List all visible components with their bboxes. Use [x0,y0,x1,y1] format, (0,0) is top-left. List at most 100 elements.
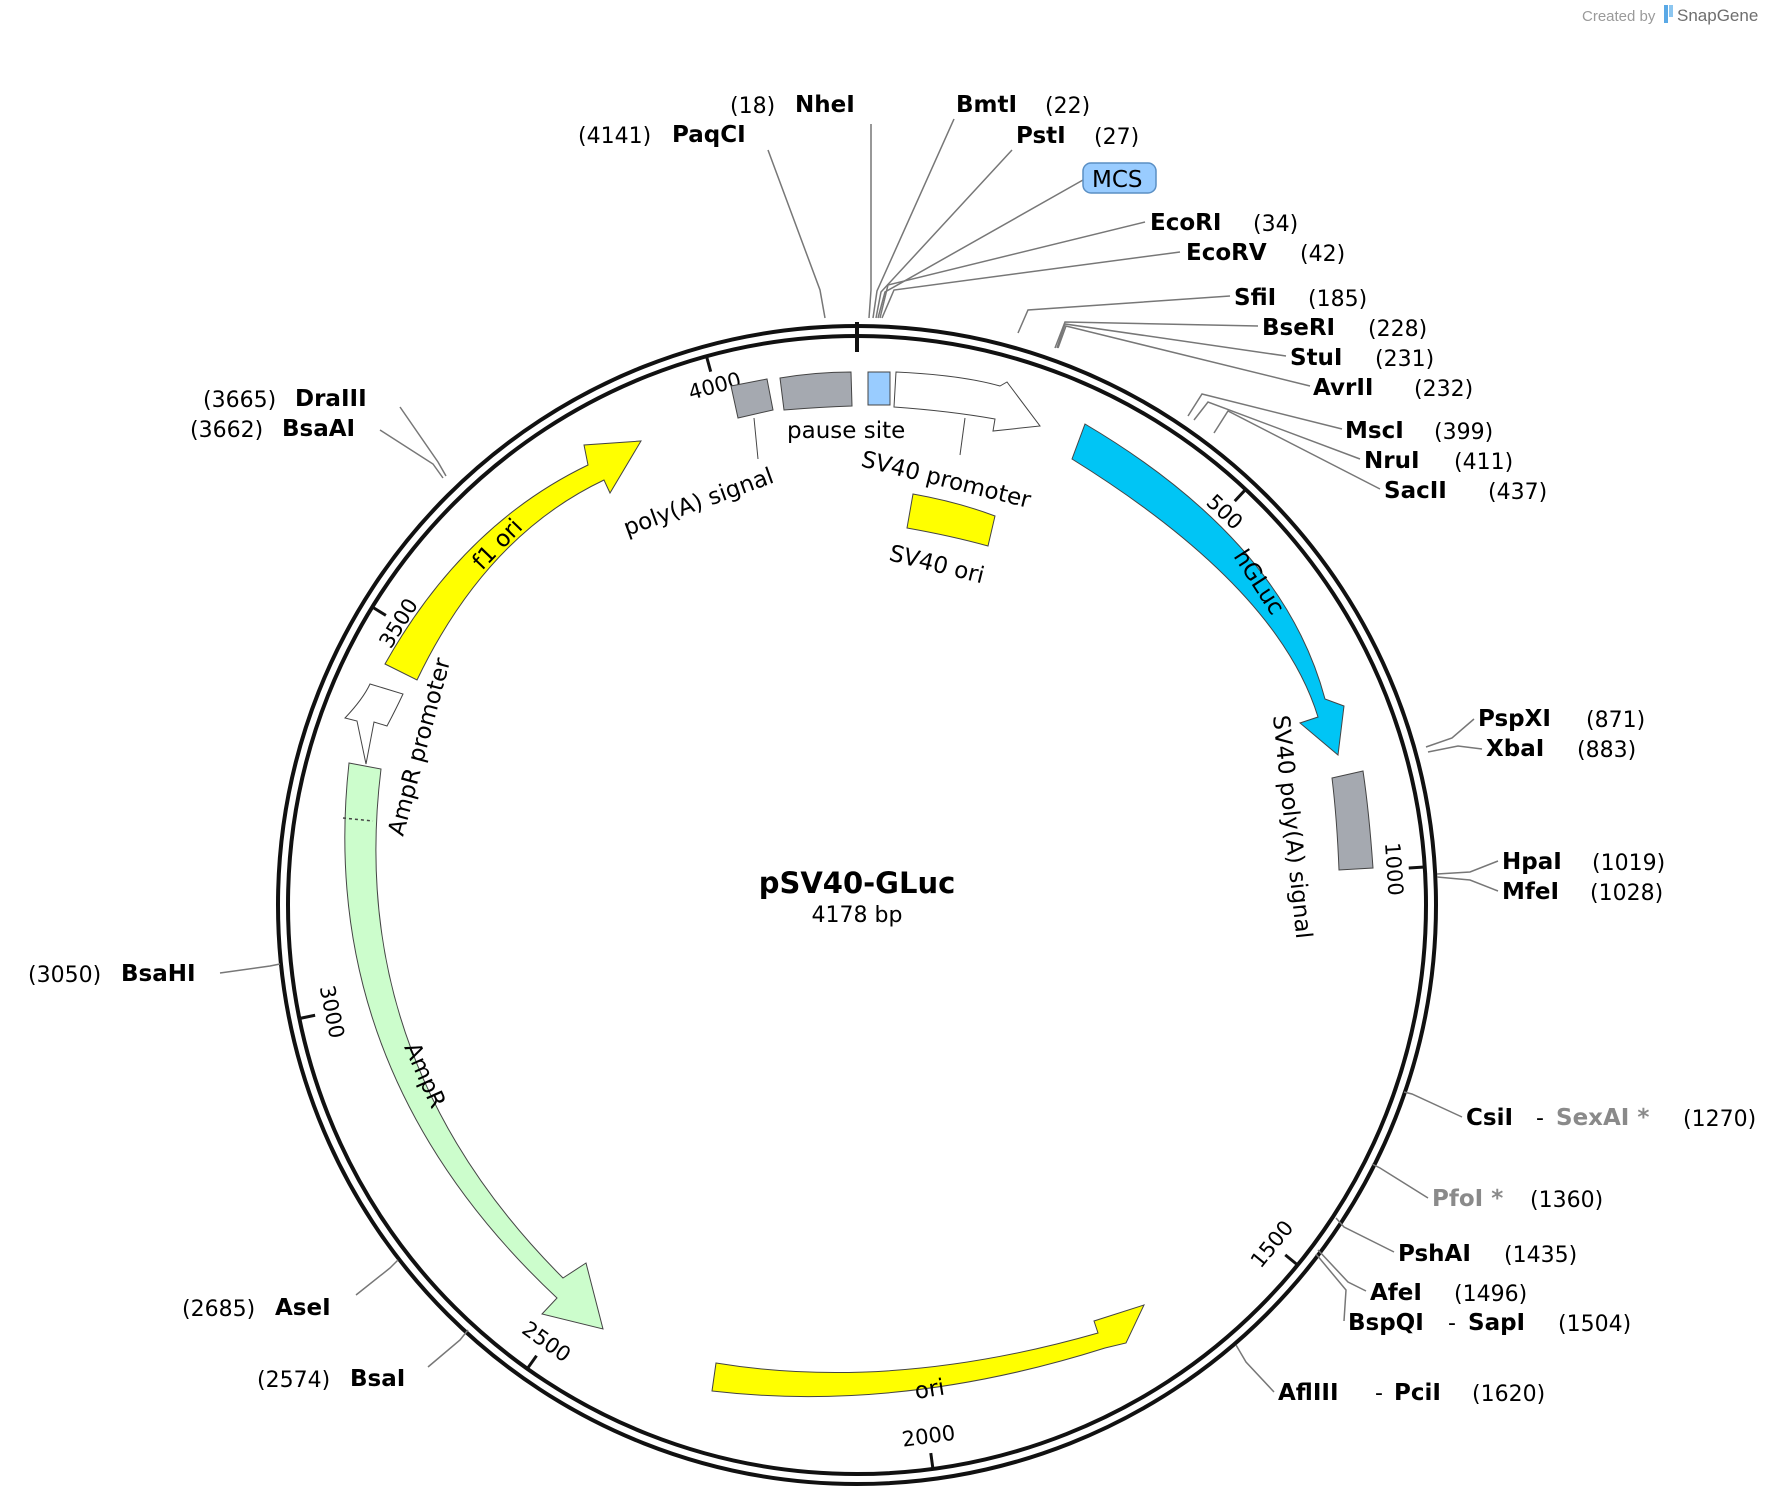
site-AfeI[interactable]: AfeI [1370,1280,1422,1306]
tick-mark-1500 [1284,1253,1299,1267]
site-SfiI[interactable]: SfiI [1234,285,1276,311]
feature-label-polya-signal: poly(A) signal [620,463,777,541]
leader-line-NruI [1193,401,1361,460]
leader-line-PaqCI [767,149,826,319]
site-DraIII[interactable]: DraIII [295,386,367,412]
site-pos-BsaHI: (3050) [28,963,101,988]
site-pos-NruI: (411) [1454,450,1513,475]
tick-mark-2000 [929,1452,935,1470]
feature-AmpR[interactable] [344,762,604,1330]
leader-line-BsaHI [219,963,281,974]
feature-label-sv40-ori: SV40 ori [887,541,987,590]
site-PstI[interactable]: PstI [1016,123,1066,149]
feature-ori[interactable] [711,1304,1145,1398]
leader-line-AflIII [1235,1344,1275,1393]
site-pos-AvrII: (232) [1414,377,1473,402]
site-PspXI[interactable]: PspXI [1478,706,1551,732]
feature-sv40-promoter[interactable] [893,371,1041,432]
site-PciI[interactable]: PciI [1394,1380,1441,1406]
mcs-badge[interactable]: MCS [1082,162,1157,194]
site-dash-CsiI: - [1536,1106,1544,1131]
feature-label-ampr-promoter: AmpR promoter [384,655,457,839]
leader-line-SacII [1213,410,1381,490]
site-BseRI[interactable]: BseRI [1262,315,1335,341]
plasmid-title-block: pSV40-GLuc 4178 bp [759,866,956,928]
created-by-text: Created by [1582,8,1656,25]
site-pos-PshAI: (1435) [1504,1243,1577,1268]
plasmid-name: pSV40-GLuc [759,866,956,900]
site-CsiI[interactable]: CsiI [1466,1105,1513,1131]
site-StuI[interactable]: StuI [1290,345,1343,371]
site-NheI[interactable]: NheI [795,92,855,118]
site-pos-SacII: (437) [1488,480,1547,505]
site-pos-BsaAI: (3662) [190,418,263,443]
site-PfoI[interactable]: PfoI * [1432,1186,1503,1212]
site-XbaI[interactable]: XbaI [1486,736,1544,762]
site-BsaI[interactable]: BsaI [350,1366,405,1392]
site-BsaAI[interactable]: BsaAI [282,416,355,442]
site-SexAI[interactable]: SexAI * [1556,1105,1649,1131]
site-pos-PspXI: (871) [1586,708,1645,733]
tick-mark-4000 [705,355,713,373]
site-MscI[interactable]: MscI [1345,418,1404,444]
site-PshAI[interactable]: PshAI [1398,1241,1471,1267]
site-pos-SfiI: (185) [1308,287,1367,312]
site-BmtI[interactable]: BmtI [956,92,1017,118]
site-pos-MfeI: (1028) [1590,881,1663,906]
leader-line-NheI [868,124,872,319]
feature-ampr-promoter[interactable] [344,683,404,765]
site-pos-XbaI: (883) [1577,738,1636,763]
tick-mark-3000 [299,1013,316,1020]
site-NruI[interactable]: NruI [1364,448,1420,474]
site-pos-PaqCI: (4141) [578,124,651,149]
site-dash-BspQI: - [1448,1311,1456,1336]
site-pos-EcoRI: (34) [1253,212,1298,237]
feature-polya-signal[interactable] [730,378,774,419]
leader-line-StuI [1056,323,1287,357]
site-pos-AseI: (2685) [182,1297,255,1322]
feature-mcs-box[interactable] [867,371,891,406]
site-AflIII[interactable]: AflIII [1278,1380,1339,1406]
tick-label-1500: 1500 [1246,1216,1298,1273]
feature-hGLuc[interactable] [1071,423,1345,756]
feature-label-ori: ori [913,1375,947,1405]
site-SapI[interactable]: SapI [1468,1310,1525,1336]
feature-sv40-ori[interactable] [906,493,996,547]
site-pos-DraIII: (3665) [203,388,276,413]
leader-line-MfeI [1436,876,1499,892]
site-AvrII[interactable]: AvrII [1313,375,1373,401]
site-PaqCI[interactable]: PaqCI [672,122,746,148]
site-BsaHI[interactable]: BsaHI [121,961,196,987]
site-MfeI[interactable]: MfeI [1502,879,1559,905]
leader-line-BsaAI [379,429,444,479]
site-BspQI[interactable]: BspQI [1348,1310,1424,1336]
site-EcoRI[interactable]: EcoRI [1150,210,1221,236]
tick-label-2000: 2000 [900,1421,956,1452]
site-SacII[interactable]: SacII [1384,478,1447,504]
site-leader-lines [219,118,1499,1393]
leader-line-EcoRI [879,221,1146,319]
restriction-sites: (18) NheI BmtI (22) PstI (27) (4141) Paq… [28,92,1756,1407]
feature-sv40-polya[interactable] [1331,770,1374,871]
site-pos-BsaI: (2574) [257,1368,330,1393]
leader-line-AseI [355,1259,399,1296]
site-pos-BspQI: (1504) [1558,1312,1631,1337]
tick-label-1000: 1000 [1380,842,1407,897]
site-pos-EcoRV: (42) [1300,242,1345,267]
site-EcoRV[interactable]: EcoRV [1186,240,1267,266]
site-HpaI[interactable]: HpaI [1502,849,1562,875]
feature-f1-ori[interactable] [384,440,642,681]
tick-mark-2500 [526,1354,538,1370]
site-AseI[interactable]: AseI [275,1295,331,1321]
tick-mark-3500 [371,605,387,617]
plasmid-size: 4178 bp [812,903,903,928]
feature-pause-site[interactable] [779,371,853,411]
tick-label-2500: 2500 [518,1317,575,1368]
site-pos-BseRI: (228) [1368,317,1427,342]
site-pos-PfoI: (1360) [1530,1188,1603,1213]
site-pos-StuI: (231) [1375,347,1434,372]
leader-line-BseRI [1054,321,1259,349]
leader-line-SfiI [1017,295,1231,334]
site-pos-MscI: (399) [1434,420,1493,445]
